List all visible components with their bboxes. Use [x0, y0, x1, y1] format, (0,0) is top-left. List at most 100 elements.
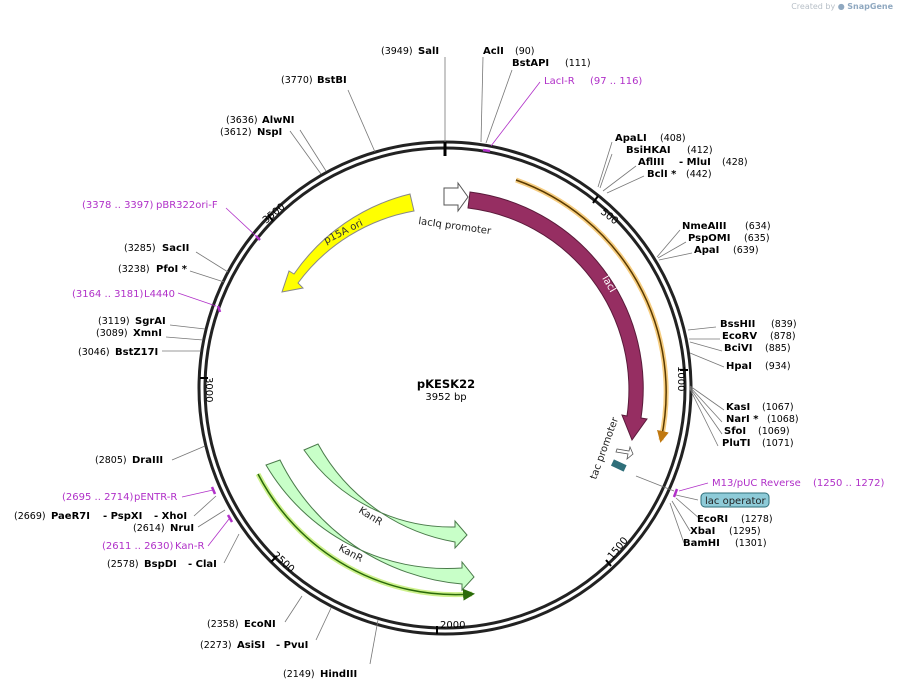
pfoI-name: PfoI *: [156, 264, 188, 275]
ecoRI-leader: [675, 497, 701, 520]
pBR322ori-F-leader: [225, 207, 257, 237]
bsiHKAI-leader: [599, 153, 613, 189]
tick-mark-1500: [605, 559, 612, 567]
Kan-R-name: Kan-R: [175, 541, 204, 552]
bspDI-pos: (2578): [107, 559, 139, 570]
M13-leader: [678, 482, 709, 492]
nmeAIII-pos: (634): [745, 221, 771, 232]
nspI-name: NspI: [257, 127, 282, 138]
lacI-R-range: (97 .. 116): [590, 76, 642, 87]
pluTI-leader: [689, 388, 719, 447]
lacIq-promoter-label: lacIq promoter: [418, 216, 493, 237]
draIII-pos: (2805): [95, 455, 127, 466]
sacII-leader: [195, 251, 229, 273]
sgrAI-leader: [169, 324, 206, 330]
hindIII-pos: (2149): [283, 669, 315, 680]
kanR-label-1: KanR: [356, 505, 384, 528]
snapgene-credit: Created by ● SnapGene: [791, 2, 893, 11]
bstAPI-pos: (111): [565, 58, 591, 69]
kasI-pos: (1067): [762, 402, 794, 413]
p15A-ori-label: p15A ori: [322, 218, 365, 247]
nruI-name: NruI: [170, 523, 194, 534]
bclI-name: BclI *: [647, 169, 677, 180]
draIII-name: DraIII: [132, 455, 163, 466]
apaLI-pos: (408): [660, 133, 686, 144]
sfoI-pos: (1069): [758, 426, 790, 437]
apaI-name: ApaI: [694, 245, 719, 256]
tick-label-2000: 2000: [440, 620, 465, 631]
bamHI-name: BamHI: [683, 538, 720, 549]
pBR322ori-F-name: pBR322ori-F: [156, 200, 218, 211]
pBR322ori-F-mark: [255, 235, 261, 241]
tick-label-1500: 1500: [606, 535, 631, 562]
pluTI-pos: (1071): [762, 438, 794, 449]
bstBI-pos: (3770): [281, 75, 313, 86]
nmeAIII-leader: [656, 229, 681, 258]
lacI-R-leader: [490, 81, 541, 147]
hpaI-leader: [689, 352, 725, 368]
L4440-mark: [216, 305, 222, 313]
paeR7I-name: PaeR7I: [51, 511, 90, 522]
pBR322ori-F-range: (3378 .. 3397): [82, 200, 154, 211]
leader-lines: [162, 56, 725, 665]
ecoNI-pos: (2358): [207, 619, 239, 630]
Kan-R-range: (2611 .. 2630): [102, 541, 174, 552]
narI-name: NarI *: [726, 414, 759, 425]
alwNI-pos: (3636): [226, 115, 258, 126]
lacI-R-mark: [482, 148, 491, 153]
lacI-R-name: LacI-R: [544, 76, 575, 87]
lac-operator-box: [700, 492, 770, 508]
bsiHKAI-name: BsiHKAI: [626, 145, 671, 156]
hpaI-name: HpaI: [726, 361, 752, 372]
Kan-R-leader: [207, 518, 230, 547]
hindIII-name: HindIII: [320, 669, 357, 680]
pENTR-R-name: pENTR-R: [134, 492, 177, 503]
alwNI-name: AlwNI: [262, 115, 295, 126]
plasmid-name: pKESK22: [417, 377, 475, 391]
tick-mark-2500: [270, 555, 278, 563]
L4440-leader: [177, 292, 217, 307]
ecoNI-leader: [284, 595, 303, 623]
xhoI-name: - XhoI: [154, 511, 187, 522]
nruI-leader: [197, 509, 226, 528]
bciVI-pos: (885): [765, 343, 791, 354]
lacI-orf-line: [515, 179, 669, 443]
xmnI-pos: (3089): [96, 328, 128, 339]
pspOMI-pos: (635): [744, 233, 770, 244]
narI-pos: (1068): [767, 414, 799, 425]
plasmid-size: 3952 bp: [425, 392, 466, 403]
asiSI-pos: (2273): [200, 640, 232, 651]
apaLI-leader: [597, 141, 613, 188]
sfoI-name: SfoI: [724, 426, 746, 437]
M13-pUC-Reverse-range: (1250 .. 1272): [813, 478, 885, 489]
xbaI-name: XbaI: [690, 526, 715, 537]
pluTI-name: PluTI: [722, 438, 750, 449]
xbaI-leader: [671, 500, 691, 532]
bstBI-leader: [347, 89, 376, 153]
sacII-pos: (3285): [124, 243, 156, 254]
pspOMI-name: PspOMI: [688, 233, 730, 244]
paeR7I-leader: [193, 495, 217, 517]
draIII-leader: [171, 445, 206, 461]
salI-name: SalI: [418, 46, 439, 57]
bstAPI-leader: [485, 69, 513, 144]
salI-pos: (3949): [381, 46, 413, 57]
tac-promoter-box: [610, 459, 627, 472]
L4440-name: L4440: [144, 289, 175, 300]
snapgene-logo-icon: ●: [837, 2, 845, 11]
sacII-name: SacII: [162, 243, 189, 254]
ecoRV-pos: (878): [770, 331, 796, 342]
bciVI-leader: [689, 341, 723, 352]
asiSI-leader: [315, 607, 332, 641]
sgrAI-pos: (3119): [98, 316, 130, 327]
hindIII-leader: [369, 619, 379, 665]
bstBI-name: BstBI: [317, 75, 347, 86]
lac-operator-box-leader: [675, 494, 699, 501]
ecoRI-pos: (1278): [741, 514, 773, 525]
aflIII-pos: (428): [722, 157, 748, 168]
pfoI-leader: [189, 270, 225, 283]
bamHI-pos: (1301): [735, 538, 767, 549]
tick-label-3000: 3000: [203, 377, 214, 402]
tick-label-3500: 3500: [261, 202, 288, 227]
